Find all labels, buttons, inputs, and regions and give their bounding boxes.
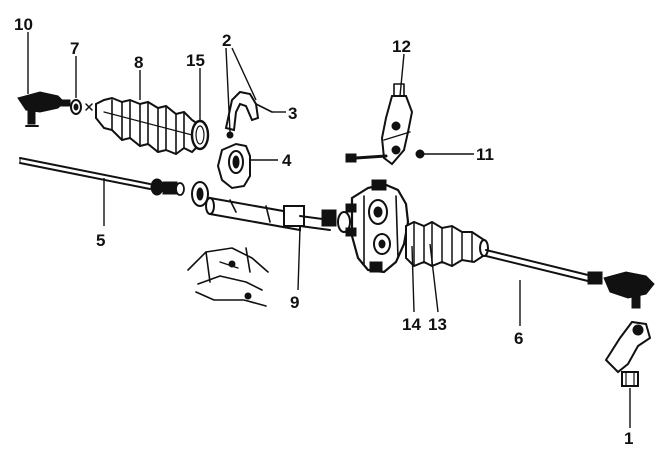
- callout-9: 9: [290, 293, 299, 312]
- callout-14: 14: [402, 315, 421, 334]
- right-tie-rod: [485, 249, 603, 285]
- mounting-detail-inset: [187, 247, 269, 307]
- callout-12: 12: [392, 37, 411, 56]
- right-tie-rod-end: [603, 271, 655, 309]
- callout-7: 7: [70, 39, 79, 58]
- rack-mount-bushing: [216, 142, 251, 190]
- mounting-bracket: [224, 90, 273, 139]
- callout-5: 5: [96, 231, 105, 250]
- callout-8: 8: [134, 53, 143, 72]
- pinch-bolt: [345, 153, 388, 163]
- right-rack-boot: [405, 220, 489, 268]
- callout-6: 6: [514, 329, 523, 348]
- callout-11: 11: [476, 145, 494, 164]
- boot-clamp: [190, 119, 210, 151]
- callout-4: 4: [282, 151, 292, 170]
- callout-15: 15: [186, 51, 205, 70]
- steering-gear-valve-housing: [345, 179, 410, 274]
- callout-10: 10: [14, 15, 33, 34]
- rack-housing-tube: [205, 196, 351, 233]
- castle-nut: [621, 371, 639, 387]
- steering-arm: [604, 320, 652, 374]
- callout-13: 13: [428, 315, 447, 334]
- left-tie-rod-end: [17, 91, 71, 127]
- callout-2: 2: [222, 31, 231, 50]
- callout-1: 1: [624, 429, 633, 448]
- lock-nut: [70, 99, 82, 115]
- callout-3: 3: [288, 104, 297, 123]
- steering-shaft-coupler: [380, 83, 414, 166]
- rack-boot-bellows: [95, 96, 202, 156]
- callout-labels: 10 7 8 15 2 3 4 5 9 12 11 14 13 6 1: [14, 15, 633, 448]
- coupler-nut: [415, 149, 425, 159]
- left-tie-rod: [19, 157, 209, 207]
- leader-lines: [27, 32, 631, 428]
